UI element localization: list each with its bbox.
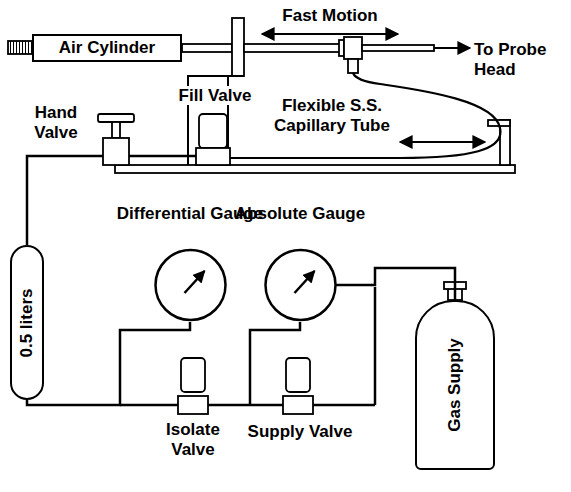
gas-line: [208, 404, 283, 407]
gas-pipe: [372, 268, 456, 300]
capillary-tube: [230, 73, 500, 158]
isolate-valve: [181, 358, 205, 392]
node-label: 0.5 liters: [17, 288, 37, 357]
gas-line: [374, 287, 377, 405]
actuator-assembly: [362, 45, 434, 51]
node-label: Gas Supply: [445, 338, 465, 432]
part-label: Isolate Valve: [153, 420, 233, 460]
part-label: Hand Valve: [26, 103, 86, 143]
fill-valve: [196, 148, 230, 165]
node-label: Air Cylinder: [59, 38, 155, 58]
actuator-assembly: [8, 18, 434, 76]
actuator-assembly: [244, 44, 344, 52]
isolate-valve: [178, 358, 208, 414]
label-ground: Fill Valve: [177, 86, 254, 105]
gas-line: [120, 404, 178, 407]
fill-valve: [199, 114, 227, 148]
hand-valve: [103, 138, 129, 165]
base-plate: [115, 165, 515, 173]
gauge-face: [155, 250, 225, 320]
gauge-needle: [184, 271, 204, 293]
motion-arrows: [262, 34, 485, 142]
motion-arrows: [400, 141, 485, 143]
actuator-assembly: [182, 44, 232, 52]
air-cylinder: Air Cylinder: [32, 34, 182, 62]
motion-label: Fast Motion: [270, 6, 390, 26]
hand-valve: [98, 114, 134, 122]
node-label: Absolute Gauge: [229, 204, 372, 224]
supply-valve: [283, 396, 313, 414]
isolate-valve: [178, 396, 208, 414]
part-label: Flexible S.S. Capillary Tube: [262, 96, 402, 136]
direction-label: To Probe Head: [474, 40, 566, 80]
reservoir-vessel: 0.5 liters: [10, 245, 44, 400]
gauge-dial: [111, 248, 270, 322]
gauge-port: [335, 284, 372, 287]
gas-line: [27, 156, 103, 245]
actuator-assembly: [232, 18, 244, 76]
gauge-dial: [229, 248, 372, 322]
gas-pipe: [27, 322, 190, 405]
absolute-gauge: Absolute Gauge: [229, 204, 372, 322]
gas-cylinder: Gas Supply: [415, 300, 495, 470]
part-label: Supply Valve: [235, 422, 365, 442]
gauge-needle: [294, 271, 314, 293]
actuator-assembly: [8, 41, 32, 54]
motion-arrows: [262, 33, 398, 35]
supply-valve: [283, 358, 313, 414]
supply-valve: [286, 358, 310, 392]
gas-line: [27, 156, 375, 405]
gauge-face: [265, 250, 335, 320]
part-label: Fill Valve: [170, 86, 260, 106]
hand-valve: [98, 114, 134, 165]
gas-line: [313, 404, 375, 407]
gas-line: [129, 155, 196, 158]
fill-valve: [196, 114, 230, 165]
actuator-assembly: [344, 37, 362, 59]
actuator-assembly: [348, 59, 358, 73]
hand-valve: [112, 122, 120, 138]
motion-arrows: [434, 47, 470, 49]
